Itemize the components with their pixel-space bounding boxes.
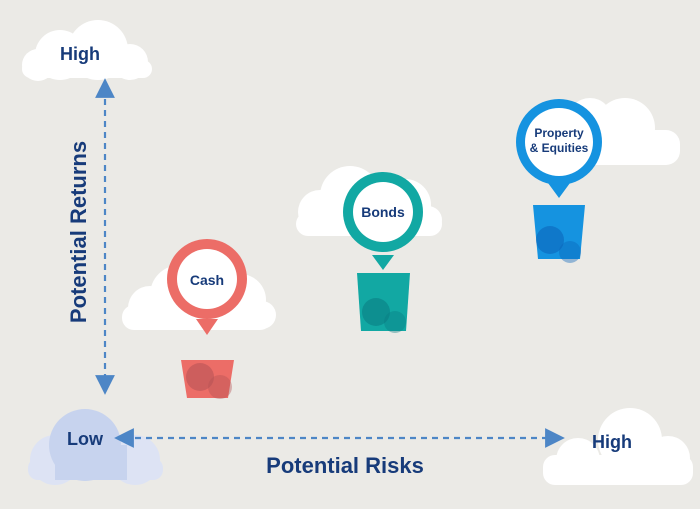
asset-cash: Cash <box>122 239 276 399</box>
bonds-label: Bonds <box>361 204 405 220</box>
asset-property-equities: Property & Equities <box>516 98 680 263</box>
y-high-cloud: High <box>22 20 152 81</box>
y-high-label: High <box>60 44 100 64</box>
property-label-line1: Property <box>534 126 584 140</box>
y-axis-label: Potential Returns <box>66 141 91 323</box>
property-label-line2: & Equities <box>530 141 589 155</box>
asset-bonds: Bonds <box>296 166 442 333</box>
x-axis-label: Potential Risks <box>266 453 424 478</box>
origin-low-label: Low <box>67 429 104 449</box>
origin-low-cloud: Low <box>28 409 163 485</box>
x-high-cloud: High <box>543 408 693 485</box>
cash-label: Cash <box>190 272 224 288</box>
x-high-label: High <box>592 432 632 452</box>
